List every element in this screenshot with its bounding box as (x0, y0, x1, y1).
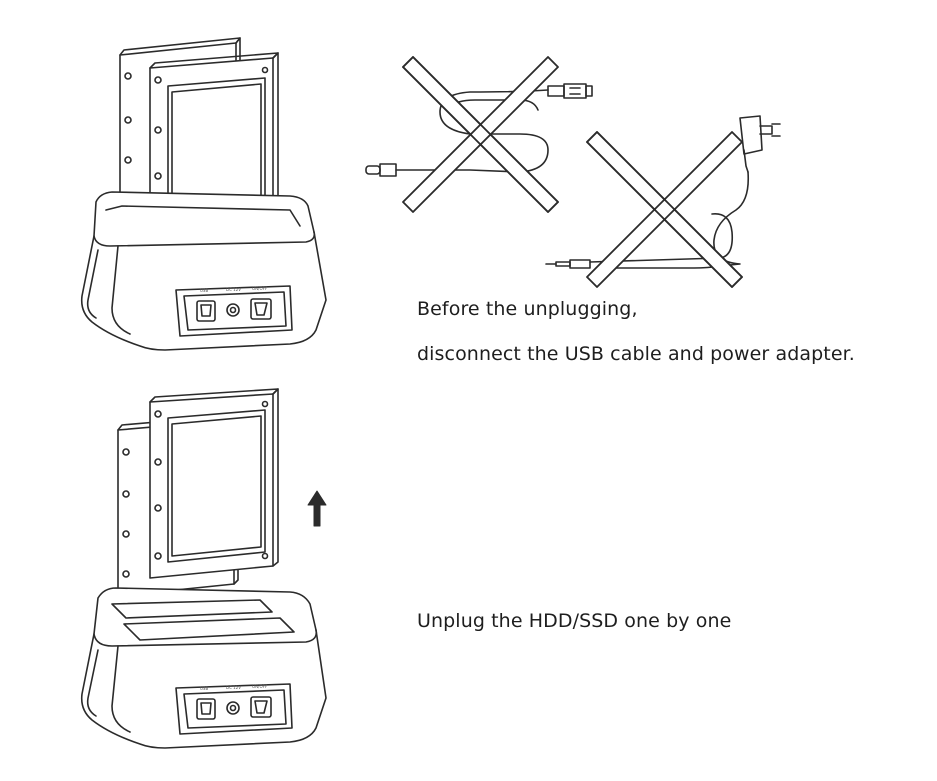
power-adapter-icon (545, 115, 781, 269)
port-label-dc: DC 12V (226, 287, 241, 292)
cross-mark-icon-power (586, 131, 743, 288)
dock-with-drives-step1: USB DC 12V ON/OFF (80, 37, 327, 351)
step1-caption-line2: disconnect the USB cable and power adapt… (417, 343, 855, 365)
port-label-usb: USB (200, 288, 208, 293)
dock-with-drives-step2: USB DC 12V ON/OFF (80, 388, 327, 749)
usb-cable-icon (365, 83, 593, 177)
port-label-switch: ON/OFF (252, 286, 268, 291)
docking-station-empty-icon: USB DC 12V ON/OFF (80, 587, 327, 749)
up-arrow-icon (307, 490, 327, 527)
step1-caption-line1: Before the unplugging, (417, 298, 638, 320)
port-label-usb-2: USB (200, 686, 208, 691)
step2-caption: Unplug the HDD/SSD one by one (417, 610, 732, 632)
port-label-dc-2: DC 12V (226, 685, 241, 690)
hard-drive-front-lifted-icon (149, 388, 279, 579)
cross-mark-icon-usb (402, 56, 559, 213)
port-label-switch-2: ON/OFF (252, 684, 268, 689)
docking-station-icon: USB DC 12V ON/OFF (80, 191, 327, 351)
